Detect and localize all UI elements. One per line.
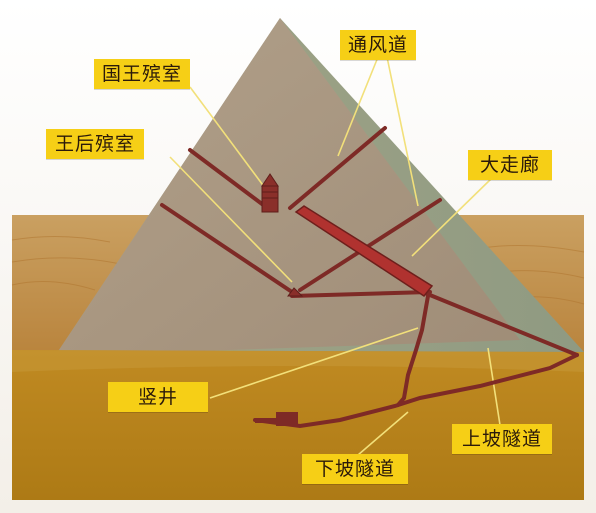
label-descending-passage: 下坡隧道 bbox=[302, 454, 408, 484]
label-well-shaft: 竖井 bbox=[108, 382, 208, 412]
queen-chamber-shape bbox=[287, 287, 304, 297]
ascending-passage bbox=[423, 291, 579, 357]
leader-descending bbox=[357, 411, 409, 456]
leader-ascending bbox=[487, 347, 501, 426]
leader-well-shaft bbox=[209, 327, 419, 399]
leader-king-chamber bbox=[189, 86, 269, 193]
leader-lines bbox=[169, 56, 501, 456]
queen-chamber-passage bbox=[290, 290, 432, 298]
grand-gallery-shape bbox=[294, 205, 434, 298]
label-queen-chamber: 王后殡室 bbox=[46, 129, 144, 159]
well-shaft bbox=[396, 294, 430, 407]
queen-air-shaft-south bbox=[298, 198, 442, 292]
king-chamber-shape bbox=[261, 173, 279, 213]
ground-shading bbox=[12, 350, 584, 372]
label-ascending-passage: 上坡隧道 bbox=[452, 424, 552, 454]
label-air-shafts: 通风道 bbox=[340, 30, 416, 60]
label-king-chamber: 国王殡室 bbox=[94, 59, 190, 89]
leader-queen-chamber bbox=[169, 156, 293, 283]
king-air-shaft-north bbox=[188, 148, 272, 212]
leader-air-shaft-2 bbox=[386, 56, 419, 207]
descending-passage bbox=[253, 353, 579, 429]
king-air-shaft-south bbox=[288, 126, 387, 210]
leader-grand-gallery bbox=[411, 177, 493, 257]
tunnel-system bbox=[160, 126, 579, 429]
queen-air-shaft-north bbox=[160, 203, 294, 294]
leader-air-shaft-1 bbox=[337, 56, 379, 157]
subterranean-chamber-shape bbox=[255, 412, 298, 426]
label-grand-gallery: 大走廊 bbox=[468, 150, 552, 180]
